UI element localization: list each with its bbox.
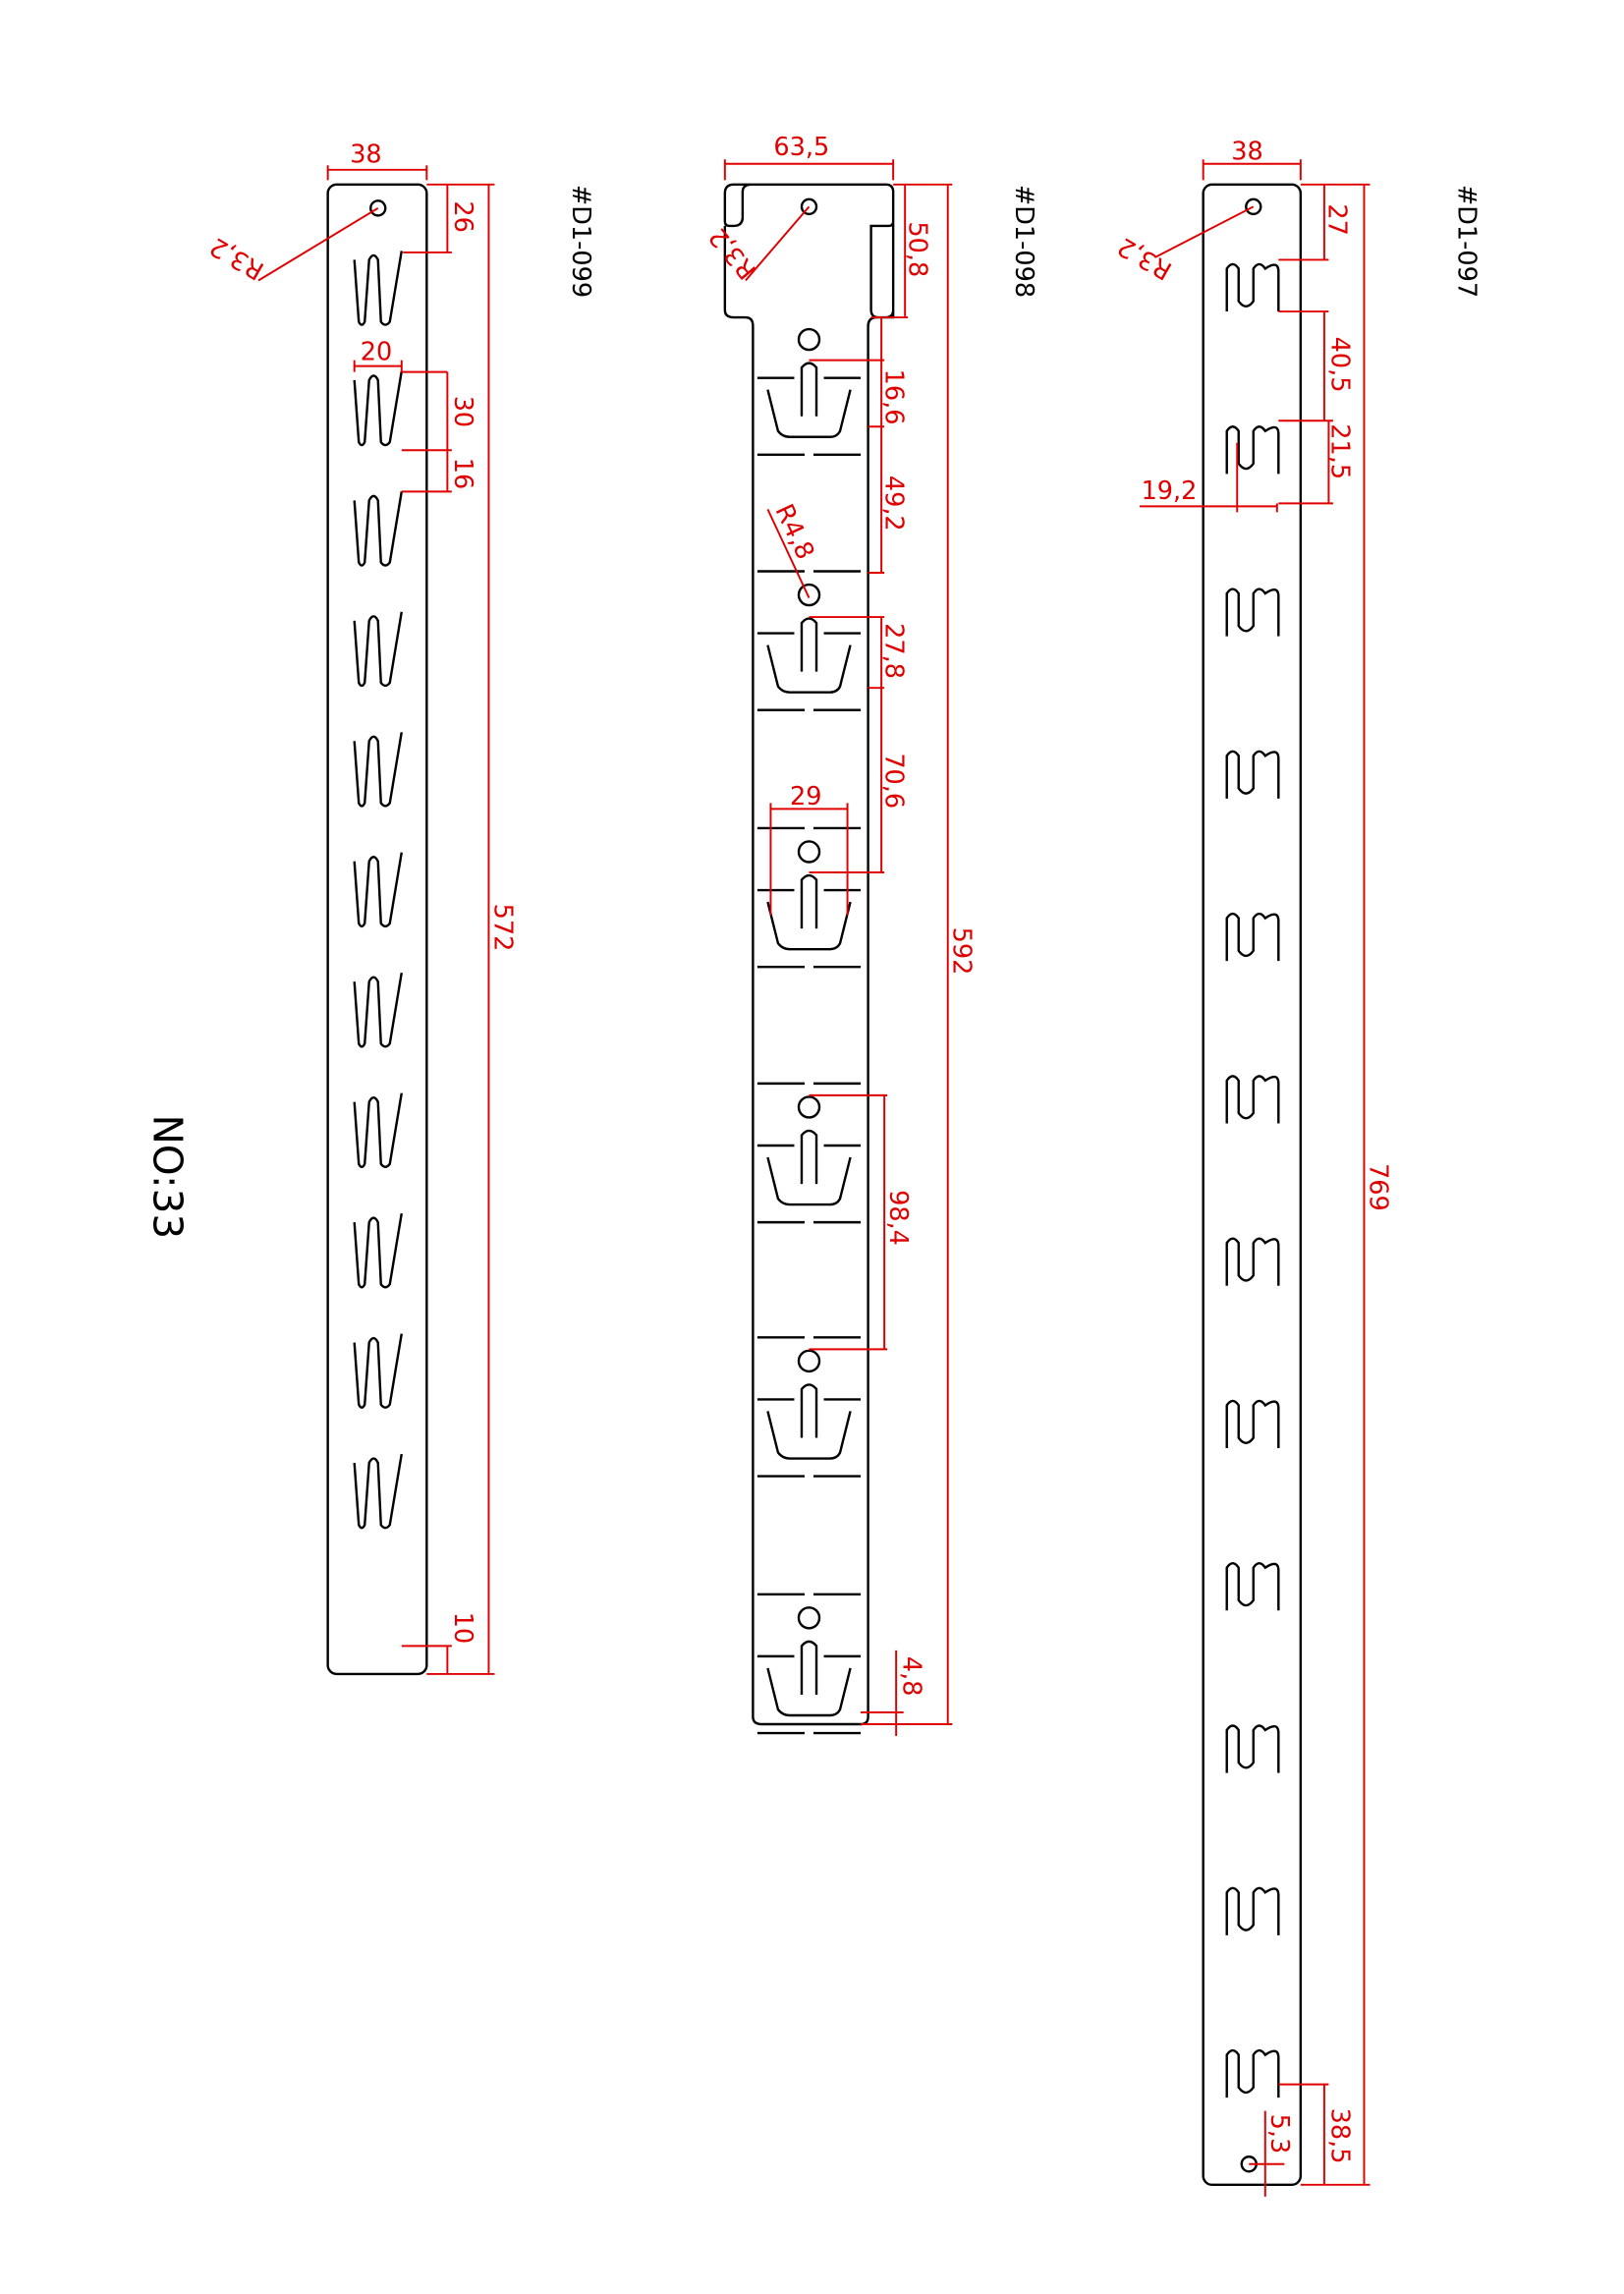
- hook-tab: [800, 1383, 818, 1438]
- dim-radius2: R4,8: [769, 500, 820, 565]
- dim-width: 63,5: [773, 133, 829, 162]
- dim-d3: 27,8: [879, 623, 909, 679]
- hook-tab: [800, 1640, 818, 1695]
- hang-hole: [797, 583, 821, 607]
- tray-cutout: [756, 1398, 862, 1460]
- hook-tab: [800, 873, 818, 929]
- hook-tab: [800, 1129, 818, 1185]
- hang-hole: [797, 1606, 821, 1630]
- dim-slot-len: 21,5: [1324, 423, 1354, 479]
- strip-outline: [1202, 183, 1303, 2187]
- hook-slot: [353, 1333, 403, 1409]
- dim-radius: R3,2: [205, 231, 270, 285]
- dim-width: 38: [1231, 137, 1263, 166]
- hang-hole: [369, 199, 387, 217]
- hook-slot: [1225, 262, 1280, 312]
- dim-top: 27: [1321, 203, 1351, 236]
- hook-slot: [1225, 1399, 1280, 1449]
- hang-hole: [797, 327, 821, 352]
- dim-tray-width: 29: [790, 782, 822, 811]
- dim-d1: 16,6: [879, 369, 909, 425]
- hook-slot: [1225, 1724, 1280, 1773]
- tray-cutout: [756, 1144, 862, 1206]
- dim-d4: 70,6: [879, 753, 909, 809]
- tray-cutout: [756, 376, 862, 438]
- dim-radius: R3,2: [1113, 231, 1178, 285]
- dim-total: 592: [947, 927, 977, 976]
- hook-slot: [1225, 1237, 1280, 1286]
- dim-total: 769: [1363, 1163, 1392, 1211]
- hook-slot: [1225, 912, 1280, 962]
- part-code: #D1-099: [566, 185, 595, 298]
- strip-d1-098: 63,5 R3,2 50,8 16,6 49,2 R4,8 27,8 70,6 …: [703, 133, 1038, 1737]
- hook-slot: [353, 972, 403, 1048]
- strip-outline: [326, 183, 428, 1676]
- dim-head: 50,8: [903, 221, 932, 277]
- hook-slot: [353, 611, 403, 688]
- drawing-number: NO:33: [143, 1114, 191, 1239]
- strip-d1-097: 38 R3,2 27 40,5 21,5 19,2 5,3 38,5 769 #…: [1113, 137, 1482, 2197]
- strip-outline: [723, 183, 895, 1726]
- hang-hole: [800, 197, 818, 216]
- dim-top: 26: [448, 200, 477, 233]
- hook-slot: [353, 852, 403, 928]
- hook-slot: [353, 1212, 403, 1289]
- hook-slot: [353, 732, 403, 808]
- hang-hole: [1245, 197, 1262, 216]
- dim-bottom: 4,8: [897, 1656, 926, 1697]
- hook-slot: [1225, 1075, 1280, 1124]
- dim-pitch: 40,5: [1324, 337, 1354, 393]
- dim-d2: 49,2: [879, 476, 909, 532]
- hook-tab: [800, 362, 818, 417]
- dim-bottom-hole: 5,3: [1264, 2114, 1294, 2154]
- dim-bottom: 38,5: [1324, 2108, 1354, 2164]
- tray-cutout: [756, 632, 862, 694]
- tray-cutout: [756, 888, 862, 951]
- hook-slot: [1225, 750, 1280, 799]
- hook-slot: [353, 251, 403, 326]
- hook-slot: [353, 370, 403, 447]
- dim-d5: 98,4: [883, 1190, 913, 1246]
- part-code: #D1-097: [1452, 185, 1482, 298]
- dim-radius: R3,2: [703, 222, 762, 285]
- tray-cutout: [756, 1654, 862, 1717]
- hook-slot: [353, 1092, 403, 1168]
- dim-slot-len: 30: [448, 396, 477, 428]
- dim-slot-width: 19,2: [1142, 476, 1198, 506]
- hang-hole: [797, 840, 821, 864]
- hang-hole: [797, 1095, 821, 1119]
- hang-hole: [797, 1349, 821, 1373]
- hook-slot: [353, 491, 403, 567]
- dim-slot-width: 20: [361, 338, 393, 367]
- dim-gap: 16: [448, 458, 477, 490]
- dim-bottom: 10: [448, 1612, 477, 1645]
- hook-slot: [1225, 2048, 1280, 2098]
- hook-slot: [1225, 587, 1280, 637]
- hook-slot: [1225, 1886, 1280, 1935]
- hook-slot: [1225, 425, 1280, 475]
- hook-tab: [800, 617, 818, 672]
- dim-width: 38: [350, 140, 382, 169]
- part-code: #D1-098: [1009, 185, 1038, 298]
- hook-slot: [353, 1453, 403, 1530]
- dim-total: 572: [487, 904, 517, 952]
- strip-d1-099: 38 R3,2 26 20 30 16 10 572 #D1-099: [205, 140, 595, 1676]
- hook-slot: [1225, 1562, 1280, 1611]
